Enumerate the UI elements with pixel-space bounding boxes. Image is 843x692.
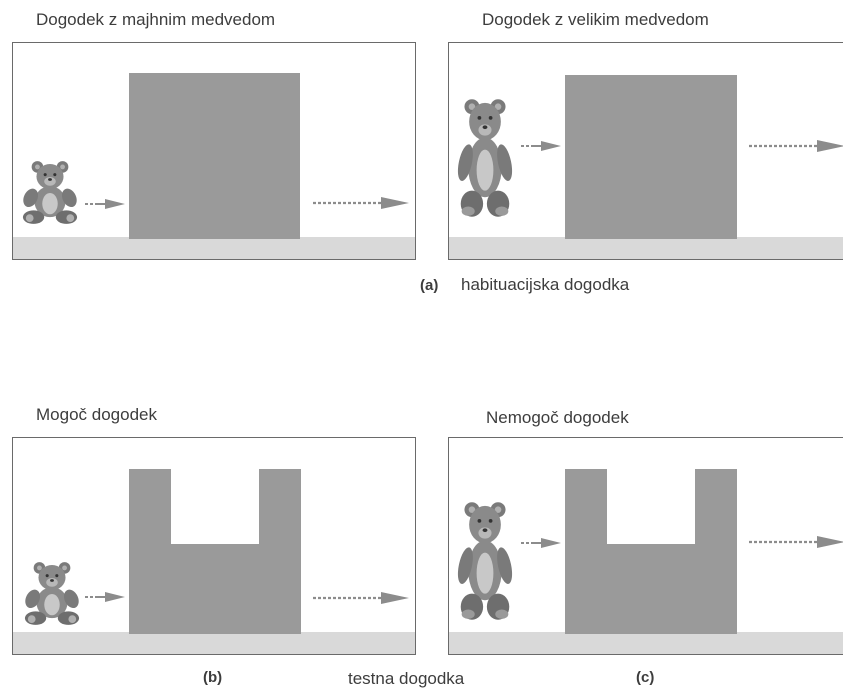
panel-title-large-bear-event: Dogodek z velikim medvedom	[482, 10, 709, 29]
panel-title-small-bear-event: Dogodek z majhnim medvedom	[36, 10, 276, 29]
short-arrow-icon	[85, 591, 125, 603]
large-bear-event-panel	[448, 42, 843, 260]
short-arrow-icon	[521, 140, 561, 152]
impossible-event-panel	[448, 437, 843, 655]
caption-c-letter: (c)	[636, 669, 655, 686]
teddy-bear-icon	[23, 560, 81, 628]
floor	[449, 632, 843, 654]
small-bear-event-panel	[12, 42, 416, 260]
short-arrow-icon	[521, 537, 561, 549]
floor	[13, 237, 415, 259]
caption-b-letter: (b)	[203, 669, 223, 686]
panel-title-impossible-event: Nemogoč dogodek	[486, 408, 629, 427]
panel-title-possible-event: Mogoč dogodek	[36, 405, 157, 424]
notched-screen	[129, 469, 301, 634]
caption-a-text: habituacijska dogodka	[461, 275, 630, 294]
teddy-bear-icon	[457, 498, 513, 624]
caption-a-letter: (a)	[420, 277, 439, 294]
dotted-arrow-icon	[749, 535, 843, 549]
dotted-arrow-icon	[749, 139, 843, 153]
screen	[129, 73, 300, 239]
floor	[449, 237, 843, 259]
caption-test-text: testna dogodka	[348, 669, 465, 688]
dotted-arrow-icon	[313, 196, 409, 210]
possible-event-panel	[12, 437, 416, 655]
notched-screen	[565, 469, 737, 634]
teddy-bear-icon	[21, 159, 79, 227]
floor	[13, 632, 415, 654]
screen	[565, 75, 737, 239]
short-arrow-icon	[85, 198, 125, 210]
dotted-arrow-icon	[313, 591, 409, 605]
teddy-bear-icon	[457, 95, 513, 221]
